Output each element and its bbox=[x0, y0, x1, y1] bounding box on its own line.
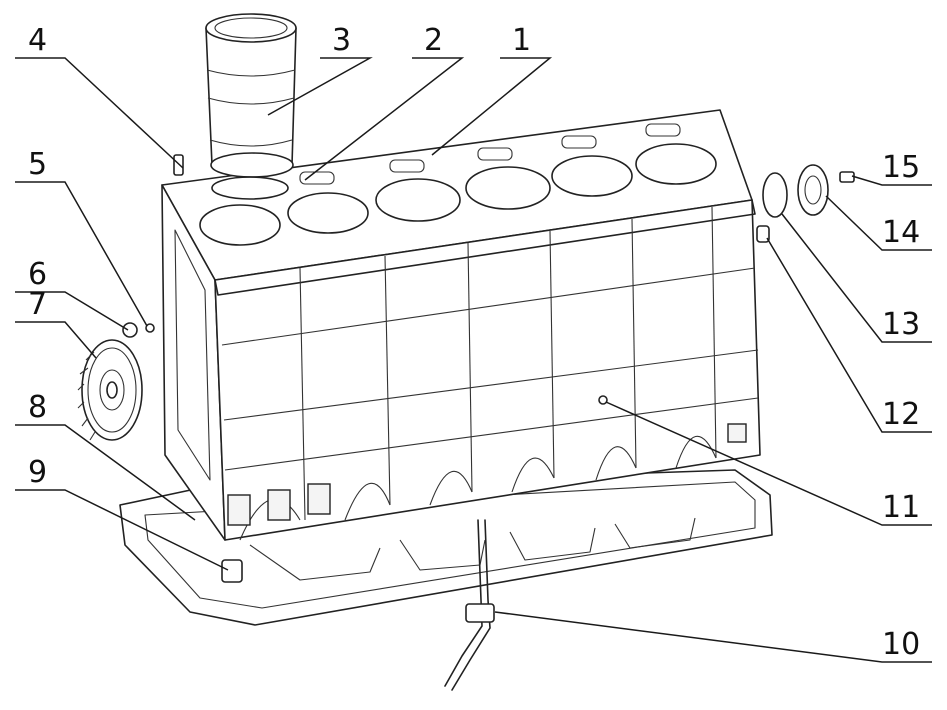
callout-4: 4 bbox=[28, 23, 47, 58]
callout-2: 2 bbox=[424, 23, 443, 58]
callout-14: 14 bbox=[882, 215, 920, 250]
callout-6: 6 bbox=[28, 257, 47, 292]
gasket-13 bbox=[762, 172, 788, 218]
bolt-15 bbox=[839, 171, 855, 183]
callout-5: 5 bbox=[28, 147, 47, 182]
callout-7: 7 bbox=[28, 287, 47, 322]
oil-pipe bbox=[444, 519, 495, 691]
callout-9: 9 bbox=[28, 455, 47, 490]
callout-10: 10 bbox=[882, 627, 920, 662]
idler-gear bbox=[77, 339, 143, 441]
callout-15: 15 bbox=[882, 150, 920, 185]
callout-3: 3 bbox=[332, 23, 351, 58]
cylinder-bores bbox=[199, 123, 717, 246]
callout-8: 8 bbox=[28, 390, 47, 425]
leader-lines bbox=[15, 57, 932, 663]
plug-washer bbox=[145, 323, 155, 333]
cylinder-liner bbox=[205, 13, 297, 178]
callout-labels: 1 2 3 4 5 6 7 8 9 10 11 12 13 14 15 bbox=[28, 23, 920, 662]
callout-12: 12 bbox=[882, 397, 920, 432]
callout-1: 1 bbox=[512, 23, 531, 58]
callout-13: 13 bbox=[882, 307, 920, 342]
dowel-pin bbox=[173, 154, 184, 176]
cover-plate-14 bbox=[797, 164, 829, 216]
plug-bolt bbox=[122, 322, 138, 338]
liner-seal-ring bbox=[211, 176, 289, 200]
plug-12 bbox=[756, 225, 770, 243]
bracket-9 bbox=[221, 559, 243, 583]
oil-gallery-plug-11 bbox=[598, 395, 608, 405]
callout-11: 11 bbox=[882, 490, 920, 525]
